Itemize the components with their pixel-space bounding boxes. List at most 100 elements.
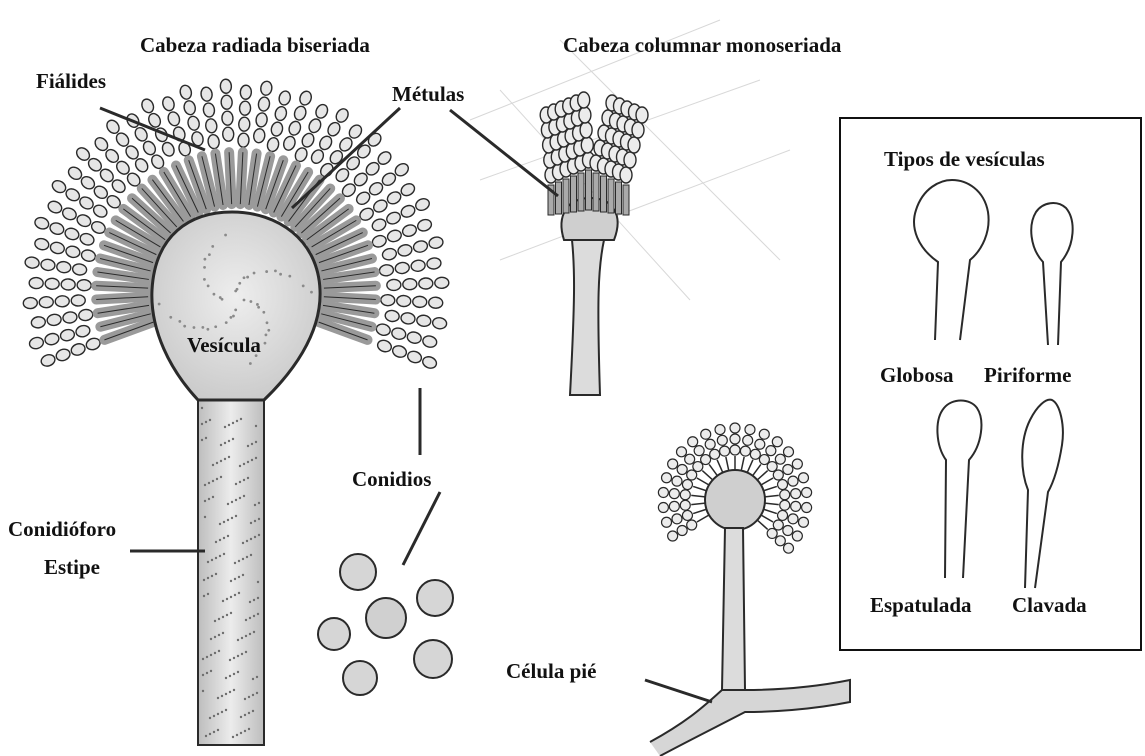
conidium (421, 355, 438, 370)
conidium (50, 178, 68, 195)
columnar-stipe (570, 240, 604, 395)
conidium (379, 264, 394, 277)
conidium (33, 216, 50, 231)
conidium (701, 455, 711, 465)
conidium (412, 240, 428, 254)
conidium (75, 213, 92, 229)
conidium (59, 328, 75, 342)
conidium (680, 490, 690, 500)
conidium (745, 425, 755, 435)
conidium (317, 134, 334, 152)
conidium (46, 313, 62, 326)
conidium (685, 454, 695, 464)
conidium (399, 203, 416, 219)
conidium (200, 86, 213, 101)
conidium (775, 536, 785, 546)
conidium (238, 133, 250, 148)
conidium (61, 206, 78, 222)
conidium (687, 520, 697, 530)
phialide (593, 173, 599, 211)
conidium (682, 510, 692, 520)
conidium (580, 122, 592, 138)
conidium (399, 181, 417, 198)
conidium (687, 470, 697, 480)
type-espatulada-label: Espatulada (870, 594, 972, 617)
conidium (705, 439, 715, 449)
conidium (750, 449, 760, 459)
conidium (414, 197, 431, 213)
conidium (221, 95, 233, 110)
conidium (48, 221, 65, 236)
conidium (44, 332, 60, 346)
conidium (75, 324, 91, 338)
conidium (767, 528, 777, 538)
conidium (710, 449, 720, 459)
conidium (70, 342, 87, 357)
conidium (720, 446, 730, 456)
conidium (395, 262, 410, 275)
conidium (300, 132, 316, 149)
conidium (778, 480, 788, 490)
conidium (791, 489, 801, 499)
conidium (375, 323, 391, 337)
type-globosa-label: Globosa (880, 364, 954, 387)
conidium (287, 120, 302, 137)
conidium (49, 241, 65, 255)
conidium (187, 115, 201, 131)
conidium (422, 335, 438, 349)
conidium (410, 259, 425, 272)
conidium (31, 316, 47, 329)
conidium (24, 256, 39, 269)
conidium (628, 137, 640, 153)
conidium (293, 105, 308, 122)
conidium (403, 278, 417, 290)
conidium (658, 503, 668, 513)
conidium (56, 261, 71, 274)
columnar-head (470, 20, 790, 395)
conidium (680, 500, 690, 510)
conidium (381, 247, 397, 261)
conidium (80, 249, 96, 263)
vesicula-label: Vesícula (187, 334, 261, 357)
conidium (428, 297, 443, 309)
conidium (207, 134, 220, 149)
conidium (798, 473, 808, 483)
conidium (384, 309, 400, 322)
conidium (780, 490, 790, 500)
conidioforo-label: Conidióforo (8, 518, 116, 541)
conidium (307, 117, 323, 134)
phialide (608, 179, 614, 213)
conidium (55, 295, 70, 307)
conidium (730, 434, 740, 444)
conidium (401, 223, 418, 238)
conidium (40, 353, 57, 368)
conidium (391, 327, 407, 341)
conidium (636, 107, 648, 123)
conidium (791, 501, 801, 511)
conidium (238, 117, 250, 132)
conidium (370, 217, 387, 233)
conidium (662, 517, 672, 527)
phialide (578, 173, 584, 211)
conidium (376, 338, 393, 353)
conidium (183, 100, 197, 116)
conidium (326, 120, 343, 138)
metulas-label: Métulas (392, 83, 464, 106)
conidium (435, 277, 449, 289)
conidium (64, 226, 81, 241)
conidium (28, 336, 44, 350)
conidium (406, 331, 422, 345)
conidium (658, 487, 668, 497)
conidium (773, 520, 783, 530)
conidium (798, 517, 808, 527)
conidium (766, 446, 776, 456)
conidium (46, 199, 63, 215)
conidium (426, 257, 441, 270)
conidium (282, 135, 297, 152)
conidium (85, 336, 102, 351)
conidium (624, 152, 636, 168)
conidium (61, 279, 75, 291)
small-stipe (722, 528, 745, 690)
phialide (623, 185, 629, 215)
conidium (578, 92, 590, 108)
